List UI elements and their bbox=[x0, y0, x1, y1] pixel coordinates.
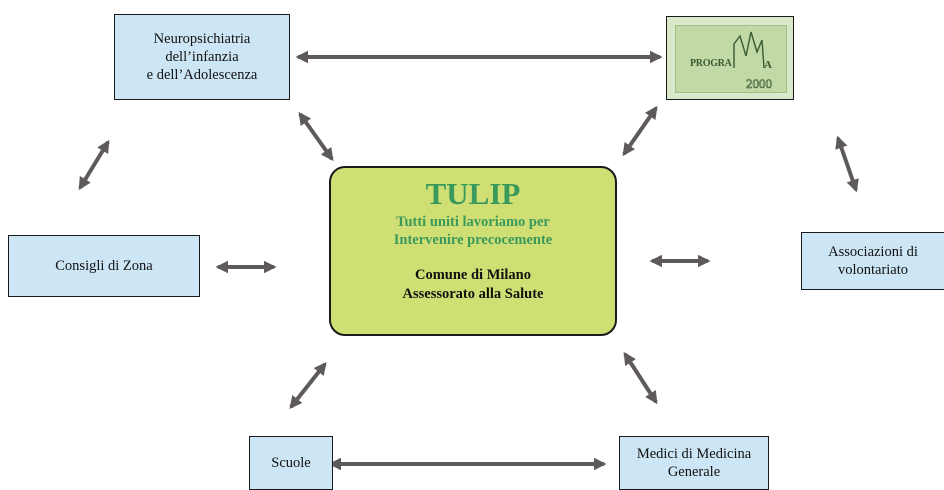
svg-text:2000: 2000 bbox=[746, 76, 772, 91]
node-scuole: Scuole bbox=[249, 436, 333, 490]
center-title: TULIP bbox=[425, 176, 521, 211]
programma-2000-logo: PROGRA A 2000 bbox=[666, 16, 794, 100]
arrow-programma-associazioni bbox=[835, 135, 859, 193]
node-consigli-di-zona: Consigli di Zona bbox=[8, 235, 200, 297]
svg-text:A: A bbox=[764, 59, 772, 71]
node-neuropsichiatria-label: Neuropsichiatria dell’infanzia e dell’Ad… bbox=[146, 31, 258, 83]
node-neuropsichiatria: Neuropsichiatria dell’infanzia e dell’Ad… bbox=[114, 14, 290, 100]
node-medici-medicina-generale: Medici di Medicina Generale bbox=[619, 436, 769, 490]
center-node-tulip: TULIP Tutti uniti lavoriamo per Interven… bbox=[329, 166, 617, 336]
node-associazioni-label: Associazioni di volontariato bbox=[828, 244, 918, 278]
svg-text:PROGRA: PROGRA bbox=[690, 58, 733, 69]
arrow-neuro-center bbox=[298, 111, 334, 162]
arrow-center-medici bbox=[623, 351, 658, 405]
node-scuole-label: Scuole bbox=[271, 455, 311, 471]
center-subtitle: Tutti uniti lavoriamo per Intervenire pr… bbox=[393, 214, 553, 248]
arrow-programma-center bbox=[622, 105, 658, 157]
arrow-center-scuole bbox=[289, 361, 327, 410]
node-associazioni-volontariato: Associazioni di volontariato bbox=[801, 232, 944, 290]
node-medici-label: Medici di Medicina Generale bbox=[636, 446, 752, 480]
center-organization: Comune di Milano Assessorato alla Salute bbox=[402, 267, 544, 302]
node-consigli-label: Consigli di Zona bbox=[55, 258, 153, 274]
arrow-neuro-consigli bbox=[78, 139, 110, 191]
